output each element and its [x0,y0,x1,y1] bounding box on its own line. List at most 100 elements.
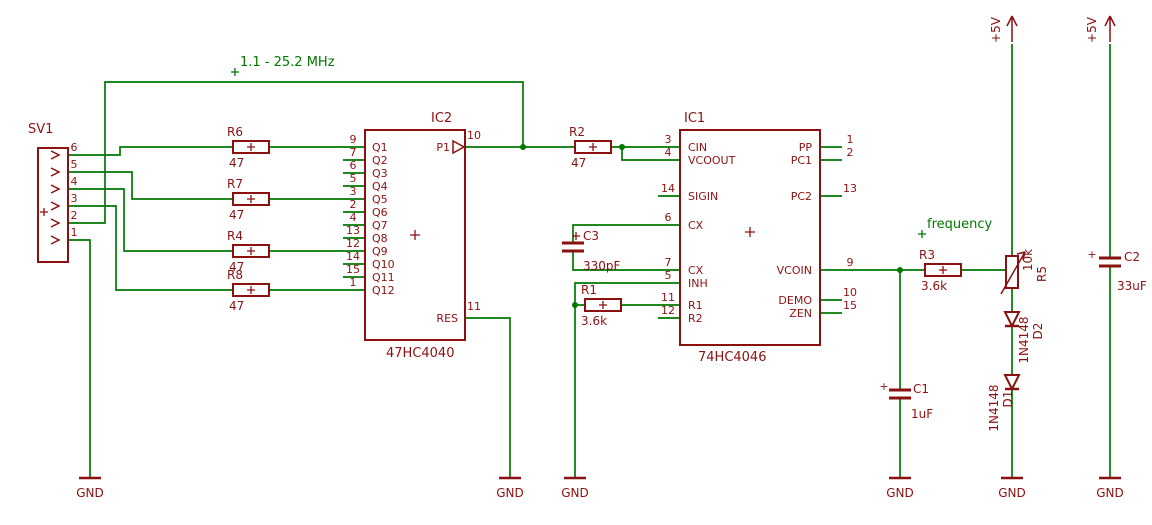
resistor-r2[interactable]: R2 47 [569,125,612,170]
pin-label: Q4 [372,180,388,193]
part-value-label: 3.6k [581,314,607,328]
label-origin-cross [918,230,926,238]
polarity-plus-icon: + [1087,248,1096,261]
diode-d2[interactable]: 1N4148 D2 [1003,311,1045,364]
ic2-body [364,129,466,341]
sv1-body [37,147,69,263]
pin-number: 14 [661,182,675,195]
capacitor-c2[interactable]: + C2 33uF [1087,248,1146,293]
part-name-label: IC2 [431,111,452,126]
gnd-label: GND [998,486,1026,500]
pin-number: 7 [350,146,357,159]
wire-segments [68,44,1111,478]
pin-number: 9 [847,256,854,269]
pin-label: RES [436,312,458,325]
pin-number: 4 [350,211,357,224]
net-label-frequency[interactable]: frequency [918,217,993,238]
part-name-label: D1 [1001,391,1015,408]
part-value-label: 47 [229,208,244,222]
pin-label: R2 [688,312,703,325]
pin-label: ZEN [789,307,812,320]
diode-triangle [1003,311,1021,329]
resistor-r1[interactable]: R1 3.6k [581,283,622,328]
junction-dot [619,144,625,150]
pin-label: Q8 [372,232,388,245]
pin-number: 12 [661,304,675,317]
pin-number: 15 [843,299,857,312]
pin-number: 2 [71,209,78,222]
diode-d1[interactable]: 1N4148 D1 [987,374,1021,432]
part-name-label: R6 [227,125,243,139]
pin-number: 1 [71,226,78,239]
pin-label: CX [688,219,704,232]
gnd-ic2-res[interactable]: GND [496,476,524,500]
gnd-r1[interactable]: GND [561,476,589,500]
resistor-r4[interactable]: R4 47 [227,229,270,274]
origin-cross [247,143,255,151]
pin-label: Q2 [372,154,388,167]
resistor-r6[interactable]: R6 47 [227,125,270,170]
resistor-r8[interactable]: R8 47 [227,268,270,313]
pin-number: 6 [71,141,78,154]
part-value-label: 47 [229,260,244,274]
frequency-label: frequency [927,217,993,232]
part-value-label: 1N4148 [1017,316,1031,363]
part-name-label: IC1 [684,111,705,126]
pin-label: Q11 [372,271,395,284]
resistor-r3[interactable]: R3 3.6k [919,248,962,293]
supply-5v-pot[interactable]: +5V [989,15,1018,43]
pin-label: INH [688,277,708,290]
pin-label: DEMO [778,294,812,307]
origin-cross [247,286,255,294]
pin-number: 9 [350,133,357,146]
pin-number: 10 [467,129,481,142]
gnd-diodes[interactable]: GND [998,476,1026,500]
junction-dot [572,302,578,308]
part-name-label: D2 [1031,323,1045,340]
gnd-label: GND [76,486,104,500]
part-value-label: 1N4148 [987,384,1001,431]
pin-label: SIGIN [688,190,718,203]
capacitor-plates [1099,256,1121,268]
pin-label: R1 [688,299,703,312]
junction-dots [520,144,903,308]
pin-number: 7 [665,256,672,269]
ic1-pll[interactable]: IC1 74HC4046 3 4 14 6 7 5 11 12 CIN VCOO… [661,111,857,365]
pin-label: PC2 [791,190,812,203]
connector-sv1[interactable]: SV1 6 5 4 3 2 1 [28,122,78,263]
potentiometer-r5[interactable]: 10k R5 [1000,249,1049,295]
pin-number: 5 [350,172,357,185]
part-value-label: 1uF [911,407,933,421]
net-wires[interactable] [68,44,1111,478]
ic2-counter[interactable]: IC2 47HC4040 9 7 6 5 3 2 4 13 12 14 15 1… [346,111,481,361]
diode-triangle [1003,374,1021,392]
gnd-c1[interactable]: GND [886,476,914,500]
gnd-sv1[interactable]: GND [76,476,104,500]
part-value-label: 47 [229,156,244,170]
part-name-label: R4 [227,229,243,243]
net-label-freq-range[interactable]: 1.1 - 25.2 MHz [231,55,335,76]
capacitor-c3[interactable]: C3 330pF [562,229,621,273]
part-name-label: C2 [1124,250,1140,264]
supply-5v-c2[interactable]: +5V [1085,15,1116,43]
part-value-label: 47 [571,156,586,170]
pin-label: Q12 [372,284,395,297]
sv1-pin-chevrons [50,150,61,245]
ic1-body [679,129,821,346]
part-value-label: 47 [229,299,244,313]
gnd-c2[interactable]: GND [1096,476,1124,500]
resistor-body [232,140,270,154]
pin-label: VCOIN [777,264,812,277]
part-value-label: 47HC4040 [386,346,454,361]
pin-label: Q1 [372,141,388,154]
part-name-label: R8 [227,268,243,282]
vcc-arrow-icon [1006,15,1018,42]
pin-label: Q5 [372,193,388,206]
resistor-r7[interactable]: R7 47 [227,177,270,222]
gnd-label: GND [886,486,914,500]
part-name-label: R3 [919,248,935,262]
capacitor-c1[interactable]: + C1 1uF [879,380,933,421]
freq-range-label: 1.1 - 25.2 MHz [240,55,335,70]
pin-number: 3 [350,185,357,198]
